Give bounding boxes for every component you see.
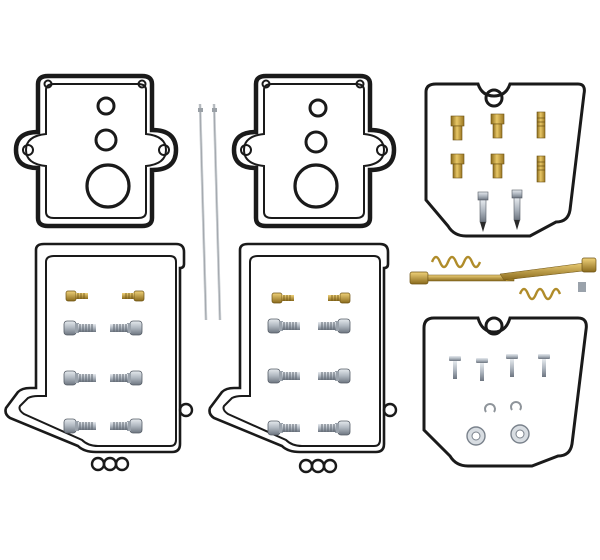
o-ring-medium-right — [304, 130, 328, 154]
brass-screw-left-2 — [121, 290, 145, 302]
steel-screw-left-1 — [63, 320, 97, 336]
steel-screw-left-5 — [63, 418, 97, 434]
o-ring-small-right — [308, 98, 328, 118]
carb-top-gasket-jets — [424, 82, 586, 238]
small-screw-1 — [449, 356, 461, 379]
brass-screw-left-1 — [65, 290, 89, 302]
brass-screw-right-1 — [271, 292, 295, 304]
steel-screw-right-6 — [317, 420, 351, 436]
clip-2 — [510, 401, 522, 411]
steel-screw-left-2 — [109, 320, 143, 336]
float-bowl-gasket-right — [231, 73, 397, 229]
spring-bottom — [518, 287, 562, 301]
main-jet-1 — [450, 115, 465, 141]
steel-screw-right-3 — [267, 368, 301, 384]
carb-bottom-gasket — [422, 316, 588, 468]
steel-screw-right-1 — [267, 318, 301, 334]
pilot-jet-2 — [536, 155, 546, 183]
diaphragm-gasket-left — [4, 242, 194, 472]
main-jet-3 — [450, 153, 465, 179]
small-screw-4 — [538, 354, 550, 377]
float-bowl-gasket-left — [13, 73, 179, 229]
mixture-screw-2 — [499, 257, 597, 292]
pilot-jet-1 — [536, 111, 546, 139]
steel-screw-left-3 — [63, 370, 97, 386]
steel-screw-right-2 — [317, 318, 351, 334]
small-screw-2 — [476, 358, 488, 381]
main-jet-4 — [490, 153, 505, 179]
steel-screw-right-5 — [267, 420, 301, 436]
diaphragm-gasket-right — [208, 242, 398, 474]
clip-1 — [484, 403, 496, 413]
jet-needle-2 — [212, 103, 222, 321]
o-ring-large-right — [293, 163, 339, 209]
washer-2 — [510, 424, 530, 444]
steel-screw-right-4 — [317, 368, 351, 384]
steel-screw-left-6 — [109, 418, 143, 434]
main-jet-2 — [490, 113, 505, 139]
washer-1 — [466, 426, 486, 446]
float-needle-2 — [511, 189, 523, 230]
spring-top — [430, 255, 482, 269]
brass-screw-right-2 — [327, 292, 351, 304]
o-ring-medium-left — [94, 128, 118, 152]
jet-needle-1 — [198, 103, 208, 321]
o-ring-small-left — [96, 96, 116, 116]
o-ring-large-left — [85, 163, 131, 209]
small-screw-3 — [506, 354, 518, 377]
steel-screw-left-4 — [109, 370, 143, 386]
float-needle-1 — [477, 191, 489, 232]
